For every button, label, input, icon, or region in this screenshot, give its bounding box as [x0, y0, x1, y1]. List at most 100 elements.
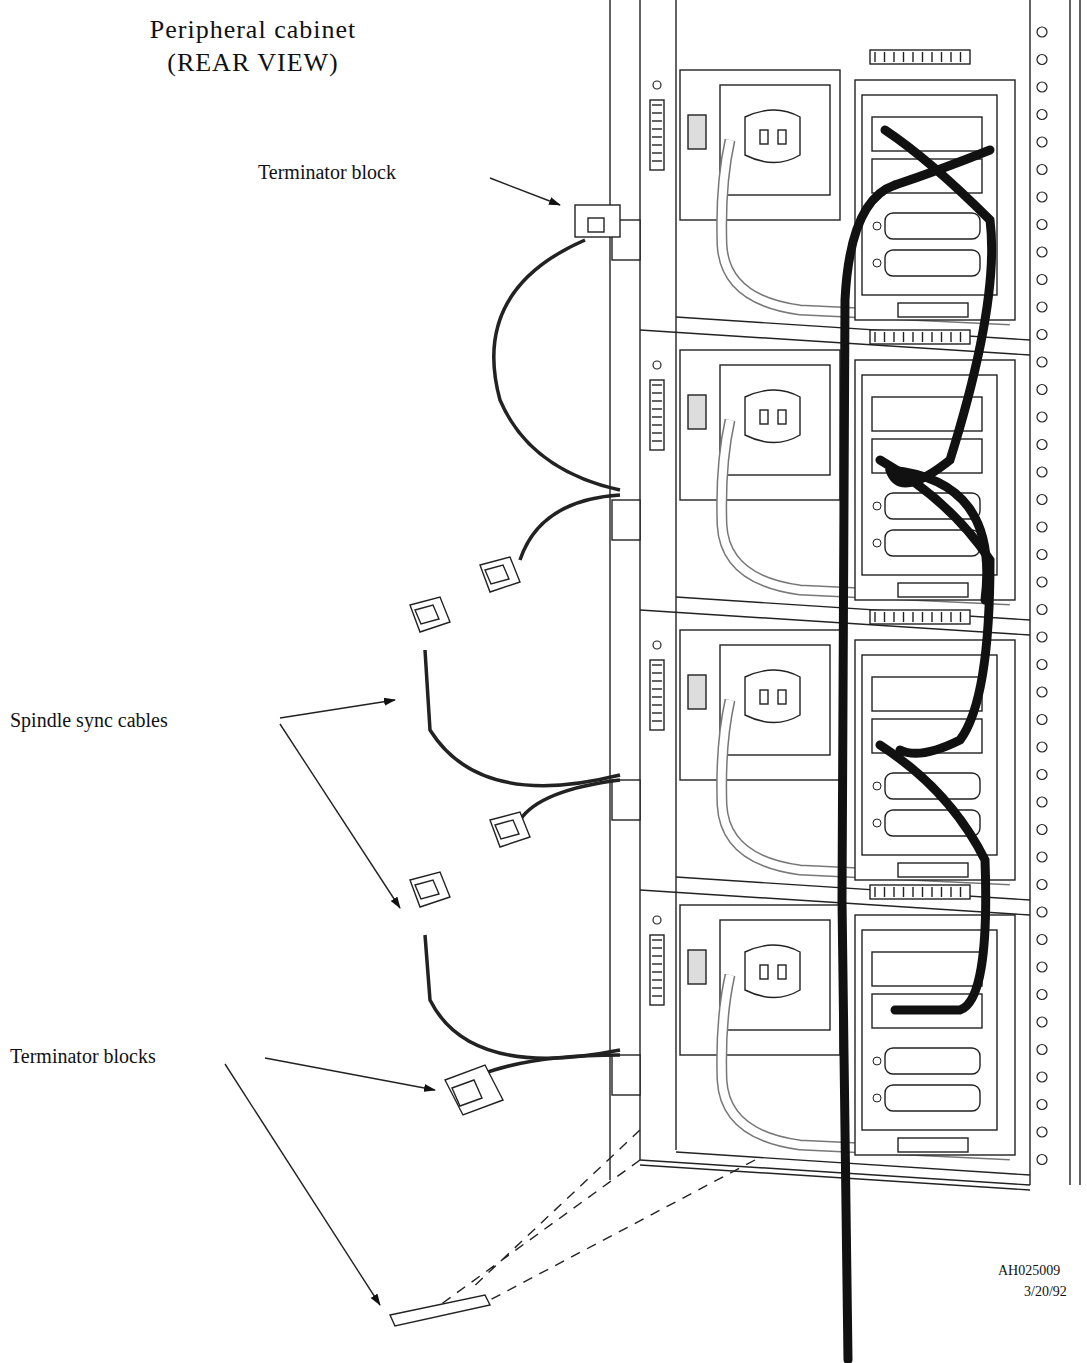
strip-pin: [884, 887, 885, 897]
dsub-plug: [410, 597, 450, 632]
strip-pin: [960, 52, 961, 62]
dsub-plug-face: [415, 605, 439, 624]
dsub-connector: [885, 1048, 980, 1074]
strip-pin: [874, 52, 875, 62]
power-switch: [688, 675, 706, 709]
dip-switch: [652, 432, 662, 433]
strip-pin: [903, 612, 904, 622]
dip-switch: [652, 440, 662, 441]
rail-hole: [1037, 522, 1047, 532]
strip-pin: [903, 887, 904, 897]
dip-switch-strip: [650, 100, 664, 170]
power-switch: [688, 950, 706, 984]
rail-hole: [1037, 330, 1047, 340]
interface-panel: [855, 640, 1015, 880]
terminator-block-face: [452, 1080, 482, 1106]
interface-board: [862, 930, 997, 1130]
connector-strip: [898, 583, 968, 597]
dsub-plug: [480, 557, 520, 592]
dsub-plug-face: [485, 565, 509, 584]
terminator-block: [575, 205, 620, 237]
dip-switch: [652, 939, 662, 940]
interface-panel: [855, 360, 1015, 600]
callout-label: Spindle sync cables: [10, 708, 168, 733]
screw: [653, 641, 661, 649]
callout-label: Terminator blocks: [10, 1044, 156, 1069]
power-plug: [745, 110, 800, 163]
dip-switch-strip: [650, 935, 664, 1005]
dip-switch: [652, 160, 662, 161]
figure-title: Peripheral cabinet (REAR VIEW): [118, 14, 388, 79]
figure-id: AH025009: [998, 1262, 1060, 1280]
leader-arrow: [280, 724, 400, 908]
screw: [873, 539, 881, 547]
dip-switch-strip: [650, 380, 664, 450]
strip-pin: [950, 612, 951, 622]
rail-hole: [1037, 385, 1047, 395]
scsi-cable: [890, 470, 987, 600]
rail-hole: [1037, 990, 1047, 1000]
strip-pin: [893, 887, 894, 897]
power-module: [680, 70, 840, 220]
ribbon-connector: [872, 952, 982, 986]
power-switch: [688, 115, 706, 149]
screw: [873, 819, 881, 827]
strip-pin: [931, 887, 932, 897]
rail-hole: [1037, 577, 1047, 587]
rail-hole: [1037, 220, 1047, 230]
dip-switch: [652, 955, 662, 956]
rail-hole: [1037, 247, 1047, 257]
strip-pin: [884, 332, 885, 342]
dip-switch: [652, 112, 662, 113]
strip-pin: [903, 52, 904, 62]
sync-socket: [612, 1055, 640, 1095]
dip-switch: [652, 424, 662, 425]
dip-switch: [652, 392, 662, 393]
power-module: [680, 630, 840, 780]
rail-hole: [1037, 275, 1047, 285]
plug-pin: [760, 690, 768, 704]
connector-strip: [870, 50, 970, 64]
dip-switch: [652, 971, 662, 972]
strip-pin: [893, 612, 894, 622]
strip-pin: [922, 612, 923, 622]
rail-hole: [1037, 165, 1047, 175]
power-plug: [745, 670, 800, 723]
power-socket-housing: [720, 920, 830, 1030]
dip-switch: [652, 979, 662, 980]
power-socket-housing: [720, 645, 830, 755]
rail-hole: [1037, 852, 1047, 862]
rail-hole: [1037, 660, 1047, 670]
strip-pin: [931, 332, 932, 342]
scsi-cable: [842, 185, 895, 1360]
dip-switch: [652, 987, 662, 988]
dip-switch: [652, 664, 662, 665]
rail-hole: [1037, 605, 1047, 615]
plug-pin: [778, 130, 786, 144]
rail-hole: [1037, 357, 1047, 367]
dsub-connector: [885, 1085, 980, 1111]
dip-switch: [652, 963, 662, 964]
rail-hole: [1037, 137, 1047, 147]
spindle-sync-cable: [494, 240, 620, 490]
figure-id: 3/20/92: [1024, 1283, 1067, 1301]
strip-pin: [931, 612, 932, 622]
strip-pin: [884, 52, 885, 62]
power-socket-housing: [720, 85, 830, 195]
rail-hole: [1037, 687, 1047, 697]
dip-switch: [652, 416, 662, 417]
dip-switch: [652, 947, 662, 948]
dsub-plug-face: [495, 820, 519, 839]
strip-pin: [912, 612, 913, 622]
rail-hole: [1037, 742, 1047, 752]
screw: [653, 916, 661, 924]
dip-switch: [652, 720, 662, 721]
plug-pin: [778, 690, 786, 704]
power-switch: [688, 395, 706, 429]
rail-hole: [1037, 440, 1047, 450]
strip-pin: [903, 332, 904, 342]
rail-hole: [1037, 1072, 1047, 1082]
cabinet-bottom: [640, 1160, 1030, 1185]
strip-pin: [884, 612, 885, 622]
dip-switch: [652, 712, 662, 713]
